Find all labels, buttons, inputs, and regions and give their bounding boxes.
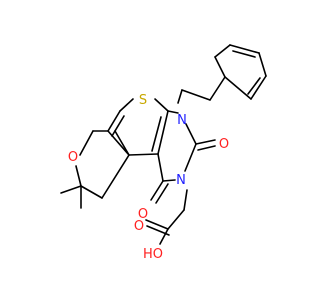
bond: [224, 76, 252, 100]
molecule-drawing: S N N O O O O HO: [60, 44, 267, 262]
bond: [195, 139, 216, 145]
bond: [75, 165, 82, 187]
bond: [111, 115, 125, 137]
bond: [157, 110, 169, 155]
bond: [177, 89, 183, 104]
bond: [229, 44, 260, 54]
bond: [184, 143, 197, 172]
atom-o: O: [219, 137, 229, 152]
atom-o: O: [134, 219, 144, 234]
structure-diagram: S N N O O O O HO: [60, 44, 267, 262]
atom-labels: S N N O O O O HO: [68, 93, 229, 262]
bond: [232, 50, 256, 58]
bond: [197, 145, 216, 151]
atom-o: O: [68, 150, 78, 165]
bond: [157, 153, 164, 182]
atom-o: O: [138, 207, 148, 222]
bond: [185, 123, 197, 145]
atom-s: S: [139, 93, 147, 108]
bond: [154, 98, 169, 112]
bond: [162, 179, 176, 182]
bond: [107, 130, 130, 156]
bond: [250, 75, 267, 100]
bond: [167, 110, 179, 114]
bond: [60, 185, 82, 194]
atom-n: N: [177, 113, 187, 128]
bond: [114, 130, 130, 156]
bond: [247, 77, 261, 95]
bond: [181, 89, 211, 101]
bond: [80, 185, 103, 199]
bond: [258, 52, 267, 77]
bond: [151, 116, 162, 152]
bond: [167, 209, 185, 230]
atom-n: N: [176, 173, 186, 188]
bond: [101, 154, 130, 199]
atom-ho: HO: [143, 247, 163, 262]
bond: [214, 56, 226, 78]
bond: [145, 219, 169, 230]
bond: [128, 153, 159, 156]
bond-lines: [60, 44, 267, 245]
bond: [79, 130, 94, 156]
bond: [119, 98, 134, 112]
bond: [107, 110, 121, 132]
bond: [183, 189, 188, 211]
bond: [150, 180, 164, 201]
bond: [155, 183, 169, 204]
bond: [209, 76, 226, 101]
bond: [159, 228, 169, 245]
bond: [214, 44, 231, 58]
